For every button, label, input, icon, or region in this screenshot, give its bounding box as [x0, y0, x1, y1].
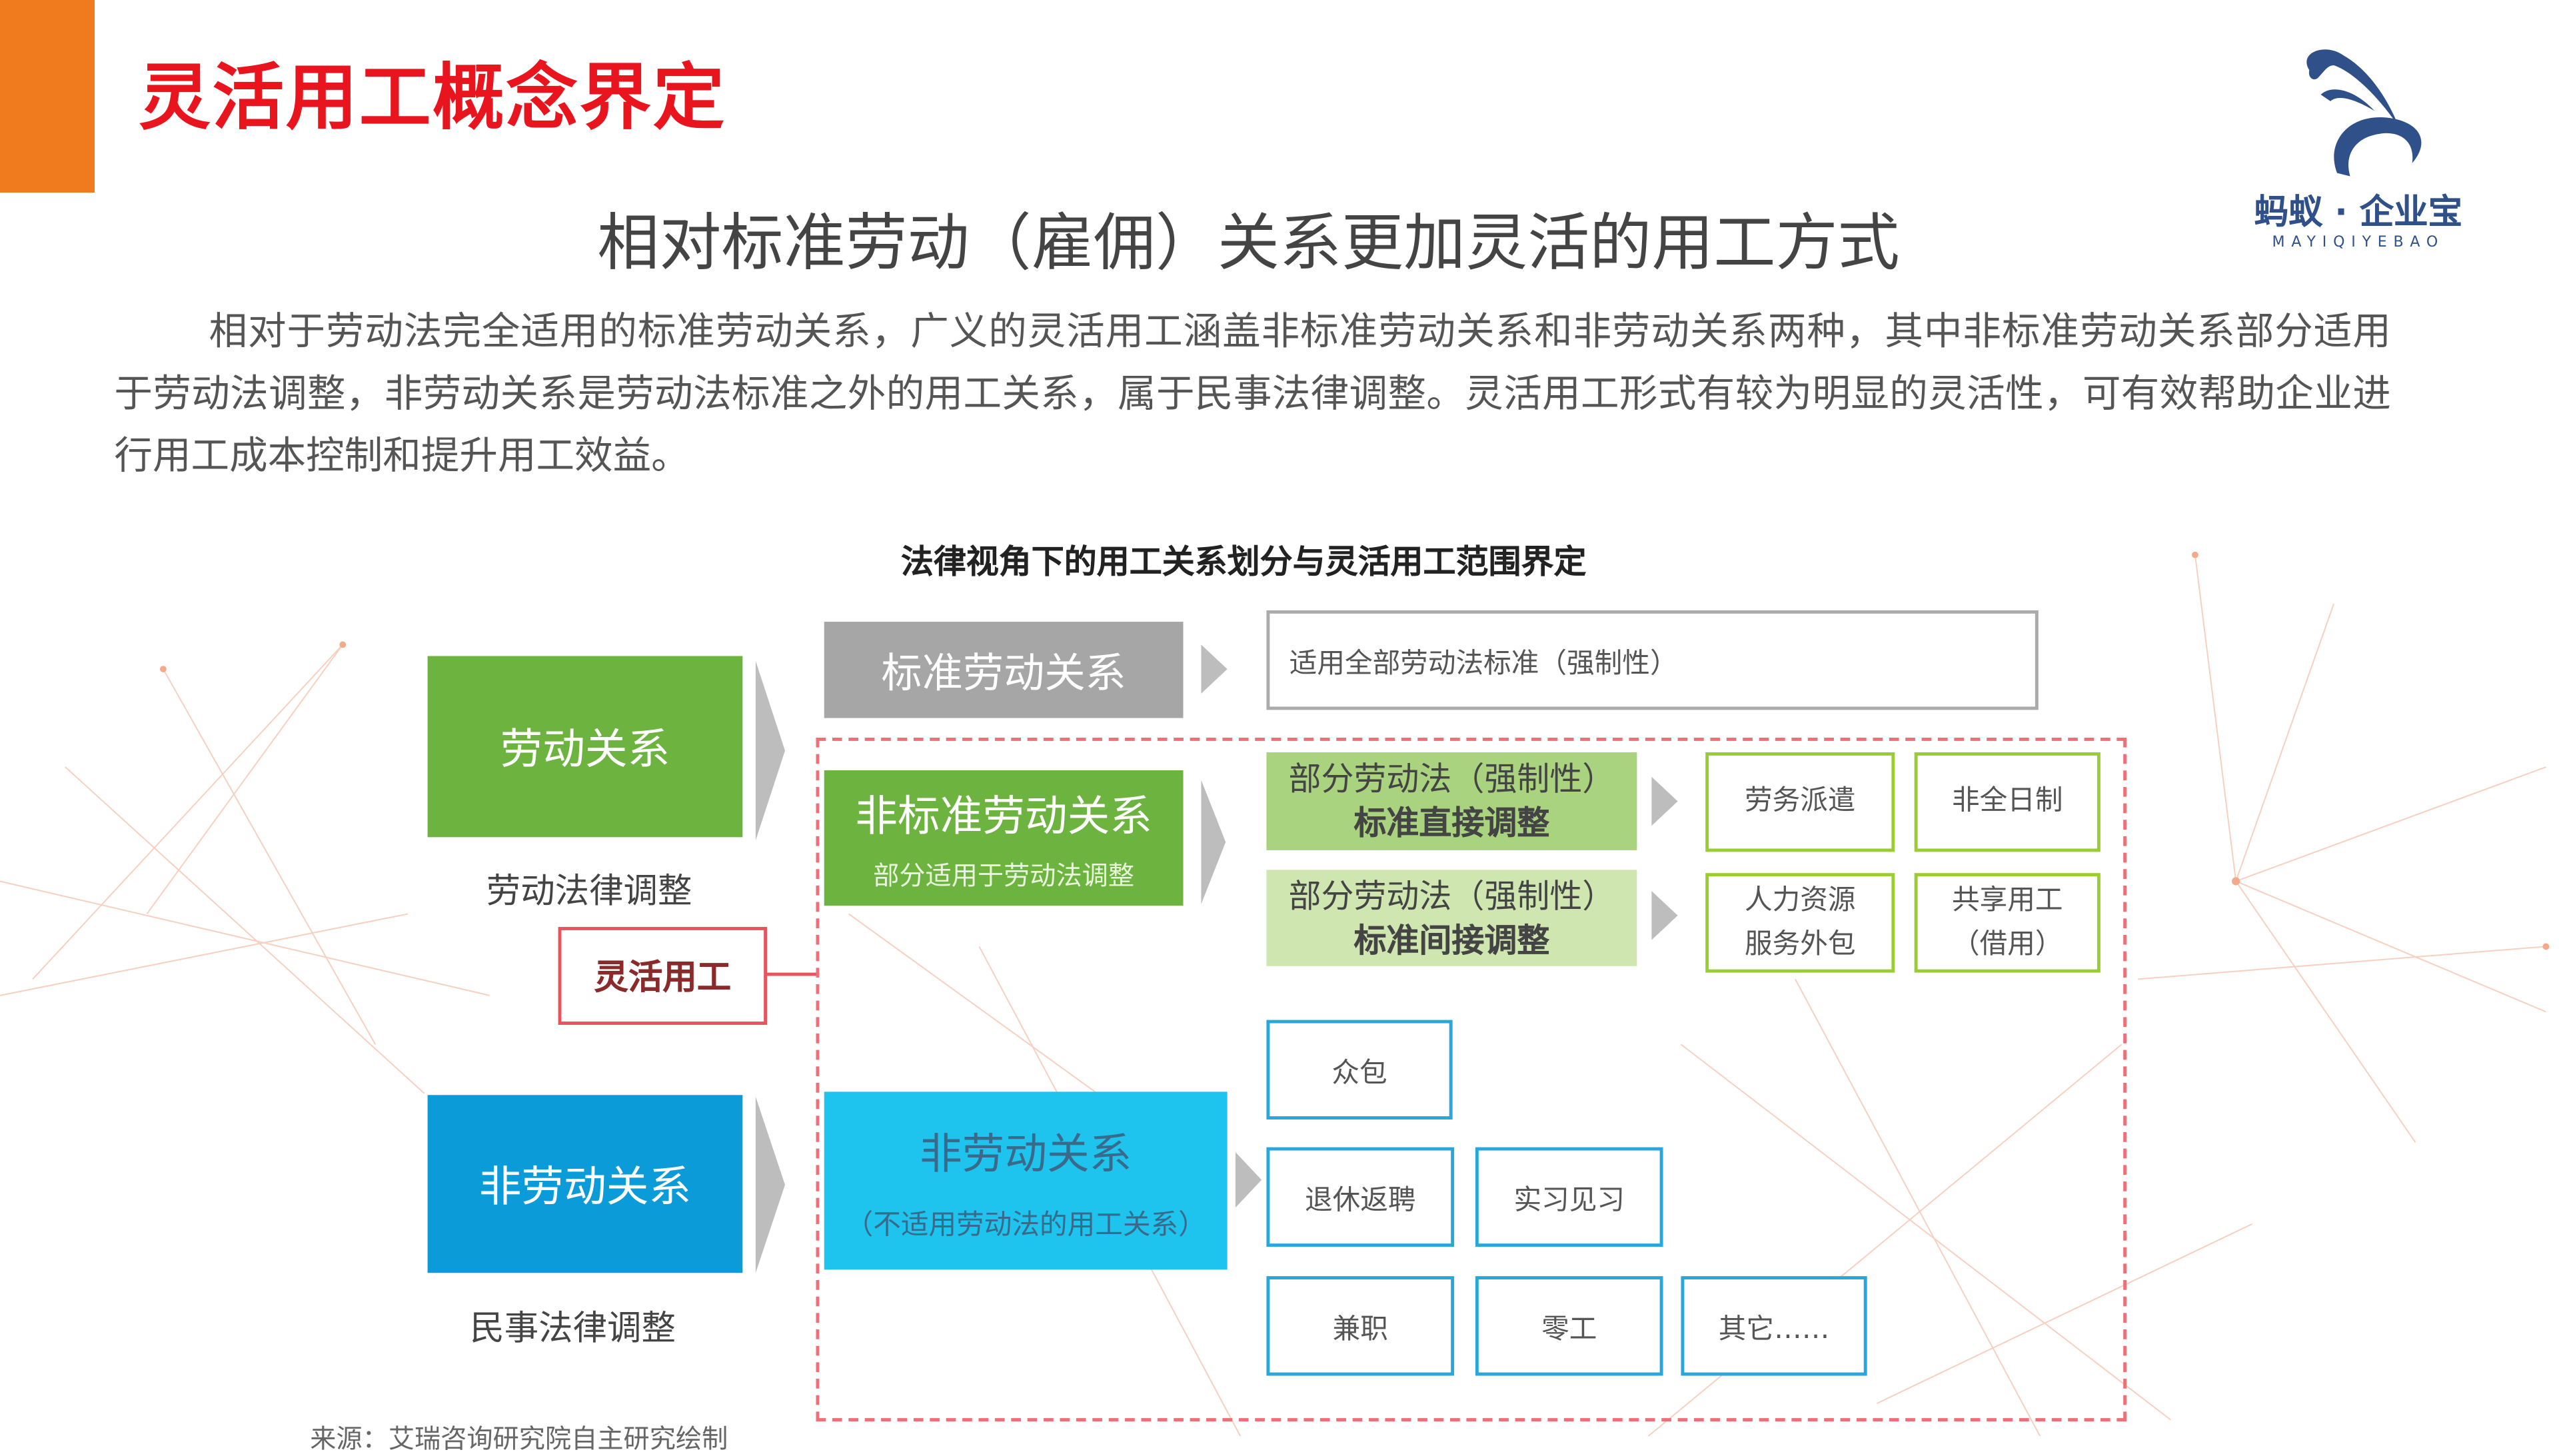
- arrow-icon: [1235, 1151, 1262, 1208]
- source-footnote: 来源：艾瑞咨询研究院自主研究绘制: [310, 1423, 728, 1455]
- flexible-employment-box: 灵活用工: [558, 927, 768, 1025]
- arrow-icon: [755, 1096, 785, 1273]
- page-subtitle: 相对标准劳动（雇佣）关系更加灵活的用工方式: [597, 207, 1900, 279]
- shared-employment-box: 共享用工 （借用）: [1914, 873, 2101, 973]
- non-standard-labor-sub: 部分适用于劳动法调整: [873, 860, 1135, 892]
- retiree-rehire-label: 退休返聘: [1304, 1184, 1416, 1217]
- labor-relation-label: 劳动关系: [500, 726, 670, 776]
- standard-labor-box: 标准劳动关系: [824, 622, 1184, 718]
- part-time-label: 非全日制: [1952, 784, 2063, 818]
- hr-outsourcing-line1: 人力资源: [1744, 884, 1856, 917]
- internship-label: 实习见习: [1513, 1184, 1625, 1217]
- indirect-adjustment-line1: 部分劳动法（强制性）: [1288, 875, 1615, 915]
- side-job-box: 兼职: [1266, 1276, 1455, 1376]
- diagram-title: 法律视角下的用工关系划分与灵活用工范围界定: [900, 542, 1587, 581]
- direct-adjustment-line2: 标准直接调整: [1353, 802, 1550, 842]
- shared-employment-line1: 共享用工: [1952, 884, 2063, 917]
- indirect-adjustment-line2: 标准间接调整: [1353, 920, 1550, 959]
- standard-labor-desc: 适用全部劳动法标准（强制性）: [1289, 648, 1678, 681]
- internship-box: 实习见习: [1475, 1147, 1663, 1247]
- retiree-rehire-box: 退休返聘: [1266, 1147, 1455, 1247]
- labor-relation-box: 劳动关系: [427, 656, 743, 838]
- non-standard-labor-box: 非标准劳动关系 部分适用于劳动法调整: [824, 770, 1184, 906]
- non-standard-labor-label: 非标准劳动关系: [855, 793, 1152, 842]
- flexible-connector-line: [767, 972, 820, 976]
- standard-labor-label: 标准劳动关系: [881, 648, 1126, 696]
- shared-employment-line2: （借用）: [1952, 928, 2063, 961]
- flexible-employment-label: 灵活用工: [594, 958, 732, 998]
- arrow-icon: [1201, 780, 1226, 904]
- others-label: 其它……: [1718, 1313, 1830, 1347]
- direct-adjustment-box: 部分劳动法（强制性） 标准直接调整: [1266, 752, 1637, 850]
- gig-work-label: 零工: [1541, 1313, 1597, 1347]
- arrow-icon: [1651, 891, 1678, 940]
- labor-relation-caption: 劳动法律调整: [486, 871, 692, 911]
- non-labor-relation-label: 非劳动关系: [478, 1163, 692, 1213]
- others-box: 其它……: [1681, 1276, 1867, 1376]
- page-title: 灵活用工概念界定: [139, 57, 726, 141]
- title-accent-bar: [0, 0, 95, 193]
- indirect-adjustment-box: 部分劳动法（强制性） 标准间接调整: [1266, 870, 1637, 966]
- non-labor-sub: （不适用劳动法的用工关系）: [845, 1208, 1206, 1241]
- side-job-label: 兼职: [1332, 1313, 1388, 1347]
- flexible-scope-dashed-border: [816, 737, 2127, 1422]
- labor-dispatch-label: 劳务派遣: [1744, 784, 1856, 818]
- non-labor-relation-caption: 民事法律调整: [470, 1309, 676, 1348]
- logo-name-cn: 蚂蚁 · 企业宝: [2254, 192, 2463, 232]
- company-logo: 蚂蚁 · 企业宝 MAYIQIYEBAO: [2236, 46, 2480, 258]
- arrow-icon: [1201, 644, 1228, 694]
- non-labor-box: 非劳动关系 （不适用劳动法的用工关系）: [824, 1092, 1228, 1270]
- gig-work-box: 零工: [1475, 1276, 1663, 1376]
- crowdsourcing-box: 众包: [1266, 1020, 1453, 1120]
- intro-paragraph: 相对于劳动法完全适用的标准劳动关系，广义的灵活用工涵盖非标准劳动关系和非劳动关系…: [114, 308, 2391, 478]
- arrow-icon: [1651, 776, 1678, 826]
- arrow-icon: [755, 660, 785, 841]
- hr-outsourcing-box: 人力资源 服务外包: [1705, 873, 1895, 973]
- crowdsourcing-label: 众包: [1331, 1057, 1387, 1090]
- direct-adjustment-line1: 部分劳动法（强制性）: [1288, 758, 1615, 798]
- standard-labor-desc-box: 适用全部劳动法标准（强制性）: [1266, 610, 2039, 710]
- hr-outsourcing-line2: 服务外包: [1744, 928, 1856, 961]
- logo-mark-icon: [2306, 49, 2422, 177]
- labor-dispatch-box: 劳务派遣: [1705, 752, 1895, 852]
- part-time-box: 非全日制: [1914, 752, 2101, 852]
- logo-name-en: MAYIQIYEBAO: [2272, 235, 2445, 252]
- non-labor-relation-box: 非劳动关系: [427, 1095, 743, 1273]
- non-labor-label: 非劳动关系: [919, 1129, 1132, 1179]
